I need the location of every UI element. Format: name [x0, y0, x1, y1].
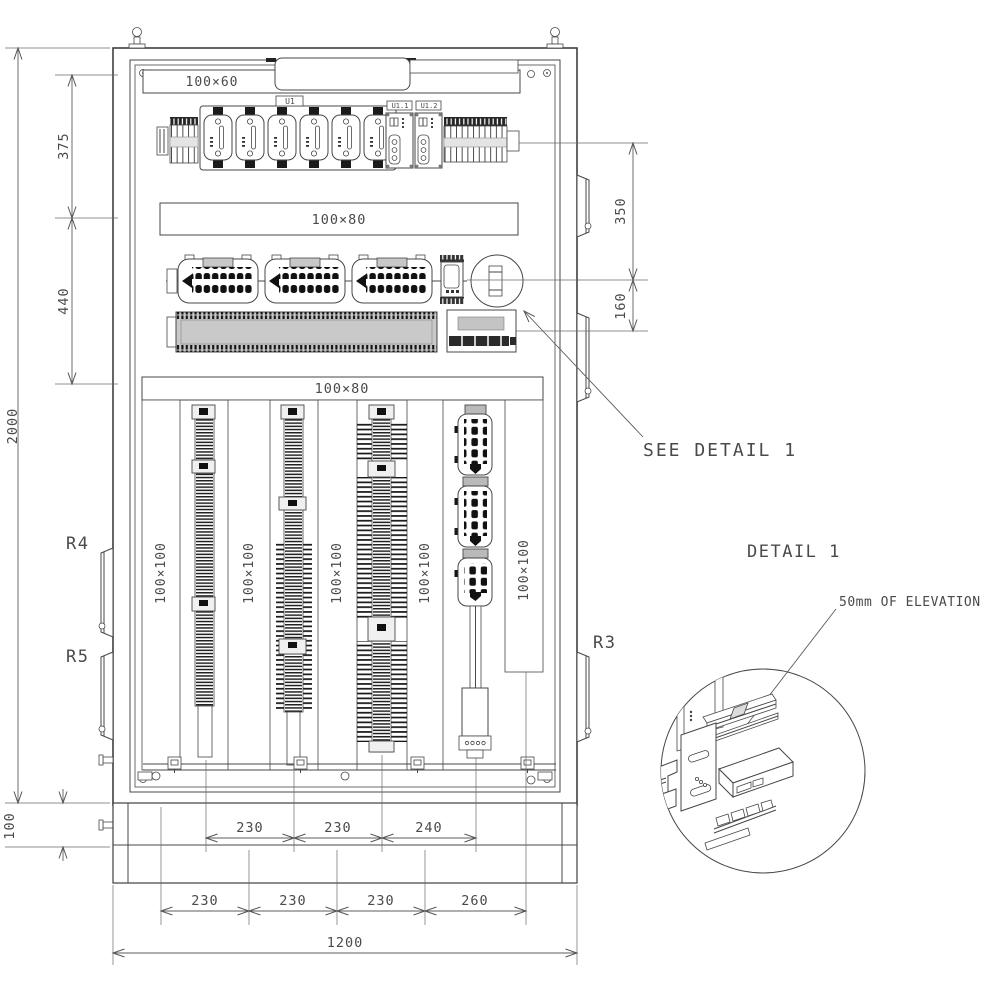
dim-rail-gap-2: 160	[613, 292, 629, 319]
connector-3	[454, 557, 493, 607]
inline-device	[461, 687, 489, 737]
detail-isometric-sketch	[661, 669, 794, 851]
elevation-note: 50mm OF ELEVATION	[839, 595, 981, 610]
vduct-label-4: 100×100	[418, 542, 433, 604]
connector-rail-row	[166, 254, 524, 308]
vertical-terminal-strip-3	[357, 404, 407, 753]
rail-end-bracket	[166, 268, 178, 294]
see-detail-note: SEE DETAIL 1	[643, 440, 797, 461]
relay-group-label: U1	[285, 97, 295, 106]
top-duct-label: 100×60	[186, 75, 239, 90]
dim-rail-gap-1: 350	[613, 197, 629, 224]
detail-view	[660, 668, 866, 874]
dim-plinth: 100	[2, 812, 18, 839]
vertical-terminal-strip-2	[276, 404, 312, 766]
relay-group-u1: U1	[199, 95, 397, 171]
dim-row2-3: 230	[367, 893, 394, 909]
vertical-duct-3	[317, 399, 358, 771]
vertical-duct-5	[504, 399, 544, 673]
io-device	[446, 309, 517, 353]
dim-row1-2: 230	[324, 820, 351, 836]
handle-r4	[98, 547, 114, 638]
strip-end-cap	[166, 316, 177, 348]
top-plate	[409, 59, 519, 74]
dim-mid-section: 440	[56, 287, 72, 314]
lower-compartment: 100×100 100×100 100×100 100×100 100×100	[137, 399, 556, 785]
vertical-duct-1	[141, 399, 181, 771]
device-u11-label: U1.1	[392, 102, 409, 110]
vduct-label-3: 100×100	[330, 542, 345, 604]
rail-segment	[488, 265, 503, 297]
detail-title: DETAIL 1	[747, 542, 841, 562]
dim-top-section: 375	[56, 132, 72, 159]
dimensions: 2000 375 440 100 350 160 230 230 240 230…	[2, 48, 648, 965]
bottom-ledge	[137, 756, 556, 785]
connector-column	[454, 404, 493, 759]
toothed-gray-strip	[175, 311, 438, 353]
eyebolt-left-icon	[128, 27, 146, 49]
dim-height: 2000	[5, 408, 21, 445]
vduct-label-1: 100×100	[154, 542, 169, 604]
handle-r5	[98, 651, 114, 741]
dim-row1-3: 240	[415, 820, 442, 836]
dim-row2-2: 230	[279, 893, 306, 909]
handle-right-mid	[576, 312, 592, 403]
dim-row2-1: 230	[191, 893, 218, 909]
rail-end-plate	[156, 126, 169, 156]
handle-r3-label: R3	[593, 633, 616, 653]
multipin-connector	[351, 254, 433, 304]
annotations: SEE DETAIL 1 DETAIL 1 50mm OF ELEVATION …	[66, 311, 981, 732]
dim-width: 1200	[327, 935, 364, 951]
handle-right-top	[576, 174, 592, 238]
wall-bolt-icon	[98, 754, 114, 831]
handle-r4-label: R4	[66, 534, 89, 554]
vertical-duct-2	[227, 399, 271, 771]
eyebolt-right-icon	[546, 27, 564, 49]
multipin-connector	[177, 254, 259, 304]
cable-entry-cover	[274, 57, 411, 91]
vduct-label-5: 100×100	[517, 539, 532, 601]
rail-stub	[506, 130, 520, 152]
mid-duct-2-label: 100×80	[315, 381, 370, 397]
dim-row2-4: 260	[461, 893, 488, 909]
panel-hole	[527, 70, 535, 78]
vertical-duct-4	[406, 399, 444, 771]
mid-duct-1-label: 100×80	[312, 212, 367, 228]
cover-clip	[266, 58, 276, 62]
device-u11: U1.1	[385, 100, 414, 169]
mid-duct-2: 100×80	[141, 376, 544, 401]
plinth-base	[112, 802, 578, 884]
terminal-block-left	[169, 117, 199, 164]
dim-row1-1: 230	[236, 820, 263, 836]
top-duct: 100×60	[142, 57, 521, 94]
mid-duct-1: 100×80	[159, 202, 519, 236]
handle-r5-label: R5	[66, 647, 89, 667]
detail-callout-circle	[470, 254, 524, 308]
relay-rail-row: U1 U1.1 U1.2	[156, 95, 520, 171]
handle-r3	[576, 651, 592, 743]
terminal-strip-row	[166, 309, 517, 353]
vduct-label-2: 100×100	[242, 542, 257, 604]
connector-footer	[458, 735, 492, 751]
vertical-terminal-strip-1	[191, 404, 216, 758]
small-device	[440, 255, 464, 304]
terminal-block-right	[443, 117, 508, 163]
device-u12: U1.2	[414, 100, 443, 169]
multipin-connector	[264, 254, 346, 304]
device-u12-label: U1.2	[421, 102, 438, 110]
